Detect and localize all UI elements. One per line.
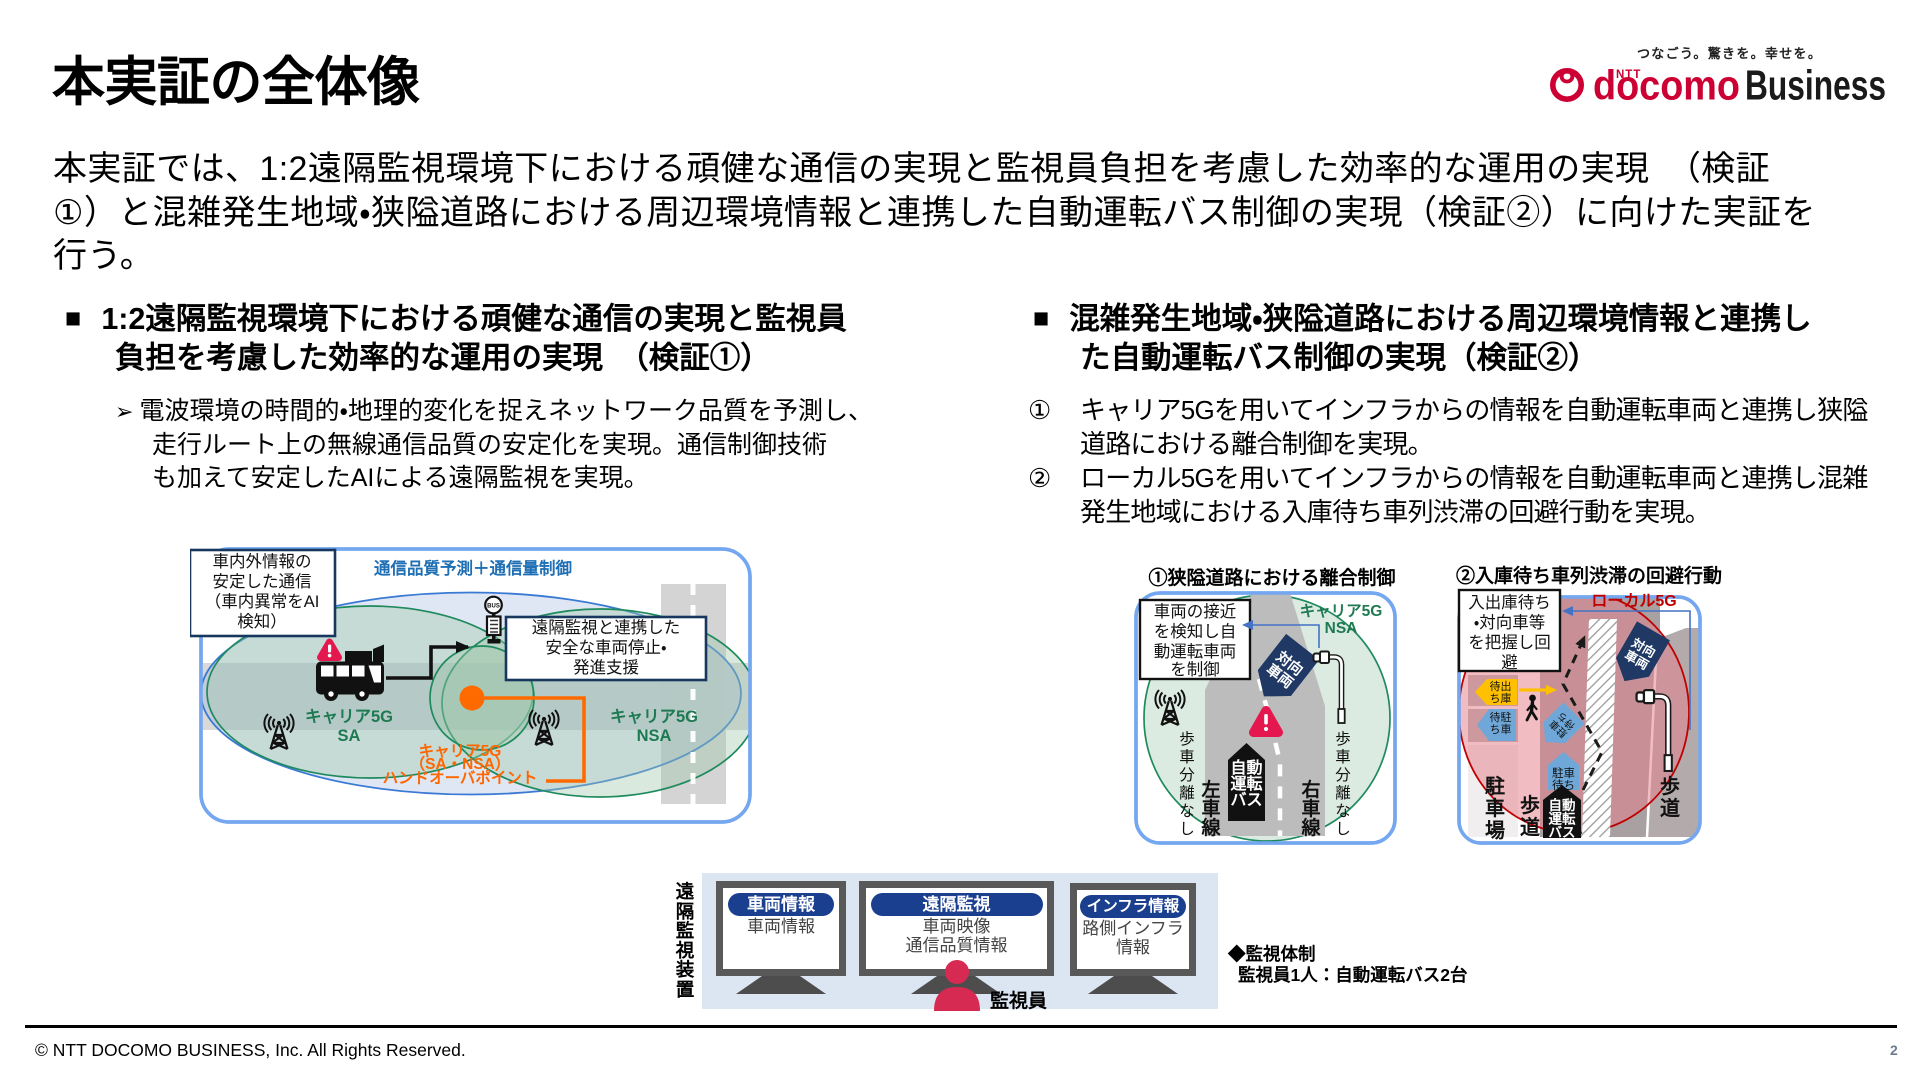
svg-text:SA: SA [338, 727, 361, 745]
svg-text:離: 離 [1179, 784, 1195, 802]
svg-text:左: 左 [1201, 778, 1220, 801]
svg-text:分: 分 [1179, 766, 1195, 784]
svg-text:歩: 歩 [1660, 775, 1680, 798]
svg-text:発進支援: 発進支援 [573, 658, 639, 677]
svg-text:し: し [1179, 821, 1195, 838]
svg-text:安全な車両停止・: 安全な車両停止・ [545, 638, 666, 657]
svg-text:キャリア5G: キャリア5G [419, 743, 502, 760]
svg-text:駐車: 駐車 [1552, 766, 1575, 780]
svg-text:車両の接近: 車両の接近 [1154, 602, 1237, 621]
svg-text:運転: 運転 [1230, 774, 1262, 793]
svg-text:を制御: を制御 [1170, 660, 1220, 679]
svg-text:し: し [1335, 821, 1351, 838]
svg-text:バス: バス [1230, 791, 1262, 809]
svg-text:を検知し自: を検知し自 [1154, 622, 1237, 641]
svg-text:キャリア5G: キャリア5G [1300, 603, 1383, 620]
svg-text:車内外情報の: 車内外情報の [213, 552, 312, 571]
svg-text:キャリア5G: キャリア5G [610, 708, 698, 726]
svg-text:歩: 歩 [1520, 794, 1540, 817]
svg-text:車: 車 [1335, 748, 1351, 766]
svg-text:庫: 庫 [1501, 691, 1512, 705]
svg-text:駐: 駐 [1485, 774, 1505, 798]
svg-text:道: 道 [1520, 815, 1540, 839]
svg-text:②入庫待ち車列渋滞の回避行動: ②入庫待ち車列渋滞の回避行動 [1456, 564, 1722, 587]
svg-text:車: 車 [1179, 748, 1195, 766]
svg-text:（車内異常をAI: （車内異常をAI [205, 592, 320, 611]
svg-text:駐: 駐 [1501, 710, 1512, 724]
svg-text:待: 待 [1490, 710, 1501, 724]
svg-text:ハンドオーバポイント: ハンドオーバポイント [383, 768, 538, 787]
svg-text:な: な [1179, 802, 1195, 820]
svg-text:遠隔監視と連携した: 遠隔監視と連携した [532, 618, 681, 637]
svg-text:検知）: 検知） [237, 612, 287, 631]
svg-text:NSA: NSA [637, 727, 672, 745]
svg-text:歩: 歩 [1179, 730, 1195, 748]
svg-text:出: 出 [1501, 680, 1512, 693]
svg-text:ち: ち [1490, 723, 1501, 736]
svg-text:ローカル5G: ローカル5G [1591, 592, 1676, 610]
svg-text:右: 右 [1300, 778, 1320, 801]
svg-text:場: 場 [1485, 819, 1505, 842]
svg-text:①狭隘道路における離合制御: ①狭隘道路における離合制御 [1148, 566, 1395, 589]
svg-text:車: 車 [1485, 796, 1505, 820]
svg-text:待: 待 [1490, 679, 1501, 693]
svg-text:歩: 歩 [1335, 730, 1351, 748]
svg-text:自動: 自動 [1230, 758, 1262, 777]
svg-text:車: 車 [1301, 797, 1320, 820]
svg-text:な: な [1335, 802, 1351, 820]
svg-text:線: 線 [1301, 816, 1321, 839]
svg-text:車: 車 [1201, 797, 1220, 820]
svg-text:ち: ち [1490, 692, 1501, 705]
svg-text:NTT: NTT [1616, 69, 1641, 81]
svg-text:NSA: NSA [1325, 620, 1358, 637]
svg-text:動運転車両: 動運転車両 [1154, 642, 1237, 661]
svg-text:バス: バス [1549, 825, 1576, 840]
svg-text:運転: 運転 [1549, 811, 1577, 827]
svg-text:・対向車等: ・対向車等 [1474, 613, 1546, 632]
svg-text:を把握し回: を把握し回 [1468, 633, 1551, 652]
svg-text:（SA・NSA）: （SA・NSA） [410, 755, 511, 773]
svg-text:道: 道 [1660, 796, 1680, 820]
svg-text:通信品質予測＋通信量制御: 通信品質予測＋通信量制御 [374, 558, 572, 578]
svg-text:キャリア5G: キャリア5G [305, 708, 393, 726]
svg-text:安定した通信: 安定した通信 [213, 572, 312, 591]
svg-text:車: 車 [1501, 722, 1512, 736]
svg-text:自動: 自動 [1549, 797, 1576, 813]
svg-text:入出庫待ち: 入出庫待ち [1468, 593, 1551, 612]
svg-text:docomo: docomo [1593, 62, 1740, 109]
svg-text:分: 分 [1335, 766, 1351, 784]
svg-text:Business: Business [1745, 62, 1886, 109]
svg-text:避: 避 [1501, 653, 1518, 672]
svg-text:BUS: BUS [487, 604, 500, 610]
svg-text:線: 線 [1201, 816, 1221, 839]
svg-text:離: 離 [1335, 784, 1351, 802]
